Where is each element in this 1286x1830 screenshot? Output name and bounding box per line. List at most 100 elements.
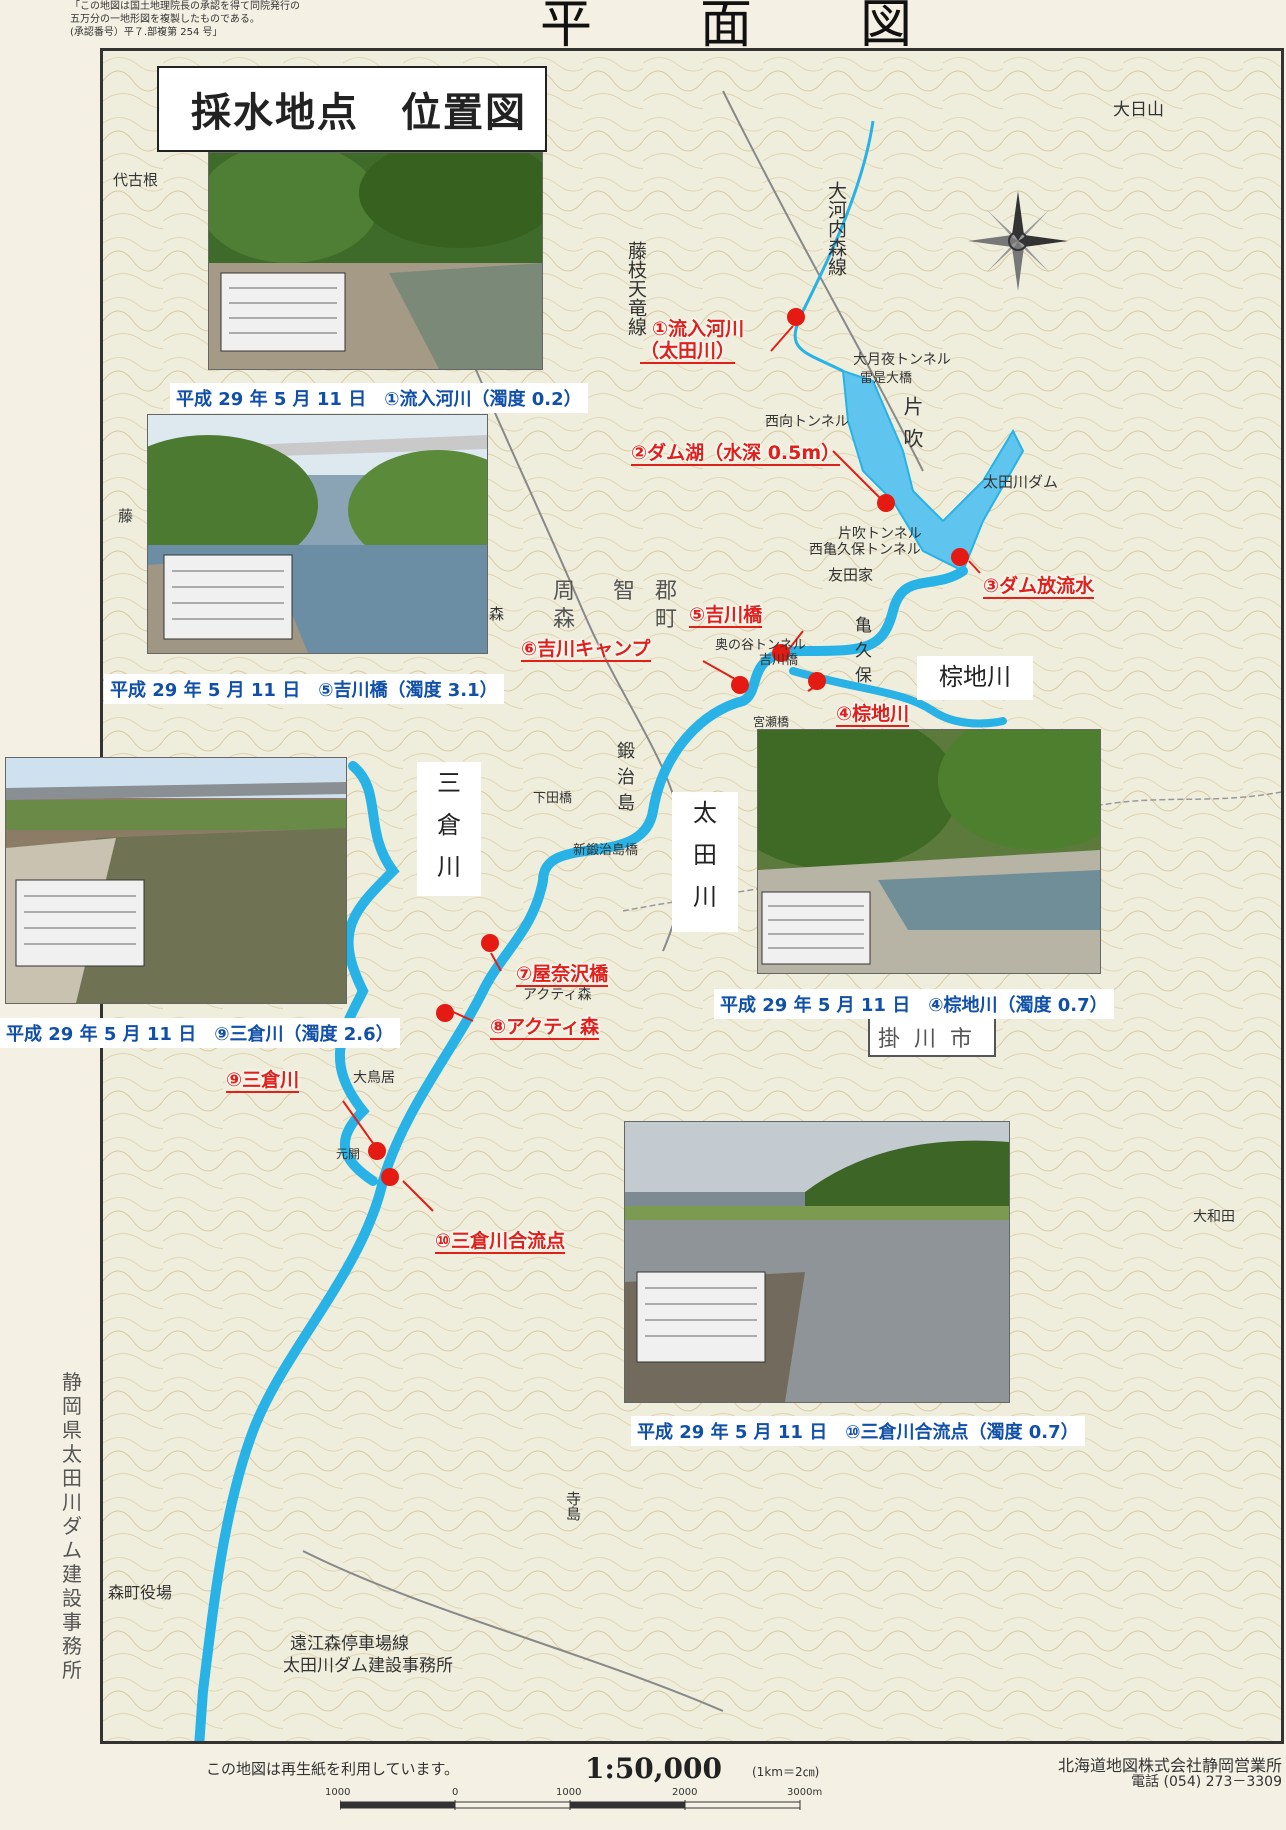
point-label-10: ⑩三倉川合流点	[435, 1230, 566, 1254]
point-label-9: ⑨三倉川	[226, 1069, 300, 1093]
place-label: 町	[655, 607, 684, 632]
scale-tick: 2000	[672, 1787, 698, 1798]
point-label-2: ②ダム湖（水深 0.5m）	[631, 442, 841, 466]
photo-caption: 平成 29 年 5 月 11 日 ⑤吉川橋（濁度 3.1）	[104, 674, 504, 704]
page-title: 平 面 図	[540, 0, 941, 55]
scale-tick: 1000	[325, 1787, 351, 1798]
road	[302, 1550, 724, 1712]
map-scale-unit: (1km＝2㎝)	[752, 1765, 820, 1779]
place-label: 遠江森停車場線	[290, 1634, 409, 1654]
point-marker-7	[481, 934, 499, 952]
river-label-muku: 棕地川	[917, 656, 1033, 700]
organization-vertical-label: 静岡県太田川ダム建設事務所	[62, 1370, 82, 1682]
point-marker-8	[436, 1004, 454, 1022]
place-label: 亀久保	[851, 616, 871, 691]
photo-caption: 平成 29 年 5 月 11 日 ⑩三倉川合流点（濁度 0.7）	[631, 1416, 1085, 1446]
place-label: 森町役場	[108, 1583, 173, 1602]
reservoir	[841, 369, 1025, 573]
place-label: 宮瀬橋	[753, 715, 790, 729]
place-label: 智	[613, 579, 642, 604]
place-label: 大鳥居	[353, 1070, 395, 1086]
leader-line	[702, 660, 736, 680]
road	[722, 90, 924, 472]
point-label-3: ③ダム放流水	[983, 575, 1095, 599]
leader-line	[968, 560, 981, 574]
recycled-paper-note: この地図は再生紙を利用しています。	[206, 1760, 460, 1778]
photo-caption: 平成 29 年 5 月 11 日 ④棕地川（濁度 0.7）	[714, 989, 1114, 1019]
place-label: 森	[553, 607, 582, 632]
photo-mikura-confluence	[624, 1121, 1010, 1403]
place-label: 太田川ダム	[983, 473, 1059, 491]
permit-note: 「この地図は国土地理院長の承認を得て同院発行の 五万分の一地形図を複製したもので…	[70, 1, 300, 38]
publisher-phone: 電話 (054) 273－3309	[1131, 1774, 1282, 1790]
point-marker-6	[731, 676, 749, 694]
publisher-name: 北海道地図株式会社静岡営業所	[1057, 1756, 1282, 1775]
place-label: 掛川市	[868, 1017, 997, 1057]
place-label: アクティ森	[523, 987, 592, 1003]
scale-bar	[340, 1800, 801, 1810]
place-label: 元開	[336, 1147, 361, 1161]
point-label-1-sub: （太田川）	[640, 340, 736, 364]
leader-line	[342, 1100, 376, 1147]
map-scale: 1:50,000	[585, 1752, 722, 1785]
place-label: 森	[489, 605, 505, 623]
point-marker-5	[772, 644, 790, 662]
muku-river	[789, 667, 1007, 728]
point-label-4: ④棕地川	[836, 703, 910, 727]
scale-tick: 1000	[556, 1787, 582, 1798]
place-label: 片吹	[900, 396, 924, 460]
place-label: 雷是大橋	[860, 371, 913, 386]
ota-river	[194, 566, 968, 1741]
ota-river-upper	[793, 120, 875, 373]
point-label-7: ⑦屋奈沢橋	[516, 963, 609, 987]
point-marker-3	[951, 548, 969, 566]
place-label: 寺島	[564, 1491, 582, 1521]
point-label-5: ⑤吉川橋	[689, 604, 763, 628]
river-label-mikura: 三 倉 川	[417, 762, 481, 896]
place-label: 下田橋	[533, 791, 573, 806]
point-marker-9	[368, 1142, 386, 1160]
point-marker-1	[787, 308, 805, 326]
place-label: 藤枝天竜線	[625, 241, 647, 336]
mikura-river	[335, 761, 400, 1186]
place-label: 郡	[655, 579, 684, 604]
place-label: 西亀久保トンネル	[809, 542, 921, 558]
point-label-1: ①流入河川	[652, 318, 745, 340]
photo-muku-river	[757, 729, 1101, 974]
location-map-title: 採水地点 位置図	[157, 66, 547, 152]
leader-line	[788, 630, 804, 650]
point-label-8: ⑧アクティ森	[490, 1016, 599, 1040]
place-label: 西向トンネル	[765, 414, 849, 430]
place-label: 代古根	[113, 171, 159, 189]
photo-caption: 平成 29 年 5 月 11 日 ①流入河川（濁度 0.2）	[170, 383, 588, 413]
place-label: 藤	[118, 507, 134, 525]
compass-rose-icon	[968, 191, 1068, 291]
place-label: 大和田	[1193, 1209, 1235, 1225]
place-label: 友田家	[828, 566, 874, 584]
point-label-6: ⑥吉川キャンプ	[521, 638, 651, 662]
place-label: 片吹トンネル	[838, 526, 922, 542]
place-label: 奥の谷トンネル	[715, 638, 806, 653]
photo-caption: 平成 29 年 5 月 11 日 ⑨三倉川（濁度 2.6）	[0, 1018, 400, 1048]
leader-line	[490, 952, 502, 972]
river-label-ota: 太 田 川	[672, 792, 738, 932]
place-label: 大日山	[1113, 100, 1164, 120]
place-label: 太田川ダム建設事務所	[283, 1656, 453, 1676]
place-label: 鍛治島	[614, 741, 635, 819]
point-marker-2	[877, 494, 895, 512]
place-label: 吉川橋	[759, 653, 799, 668]
scale-tick: 3000m	[787, 1787, 823, 1798]
place-label: 新鍛治島橋	[573, 843, 639, 858]
photo-inflow-river	[208, 152, 543, 370]
leader-line	[770, 325, 794, 352]
photo-yoshikawa-bridge	[147, 414, 488, 654]
place-label: 大河内森線	[825, 181, 847, 276]
leader-line	[402, 1180, 434, 1212]
photo-mikura-river	[5, 757, 347, 1004]
place-label: 周	[553, 579, 582, 604]
point-marker-4	[808, 672, 826, 690]
leader-line	[832, 450, 884, 502]
point-marker-10	[381, 1168, 399, 1186]
leader-line	[450, 1010, 474, 1022]
scale-tick: 0	[452, 1787, 459, 1798]
